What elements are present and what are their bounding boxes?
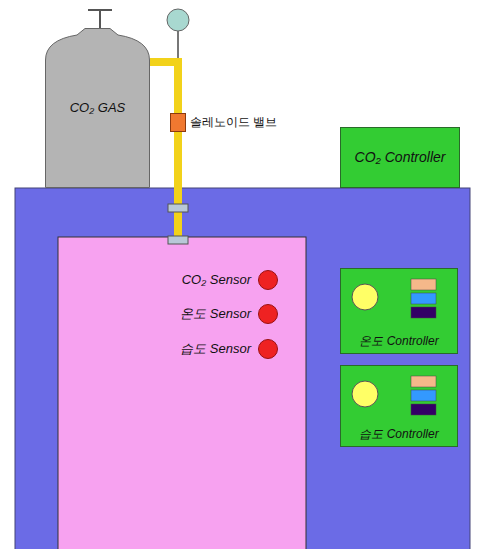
gas-pipe [174, 131, 182, 239]
indicator-lamp [411, 390, 436, 401]
chamber-housing [15, 188, 470, 549]
indicator-lamp [411, 279, 436, 290]
dial-knob [352, 381, 378, 407]
indicator-lamp [411, 404, 436, 415]
part-label: 온도 Sensor [180, 307, 251, 322]
pipe-fitting [168, 204, 188, 212]
controller-panel: 습도 Controller [340, 365, 458, 447]
pipe-fitting [168, 236, 188, 244]
valve-stem [99, 10, 101, 30]
part-label: 습도 Sensor [180, 342, 251, 357]
panel-controls [341, 366, 447, 426]
node-label: 온도 Controller [341, 335, 457, 349]
panel-controls [341, 269, 447, 329]
part-label: CO₂ Sensor [182, 273, 251, 288]
cylinder-body [46, 29, 150, 188]
controller-panel: 온도 Controller [340, 268, 458, 354]
node-label: 습도 Controller [341, 428, 457, 442]
sensor-dot: 습도 Sensor [258, 339, 278, 359]
indicator-lamp [411, 293, 436, 304]
node-label: CO₂ Controller [355, 149, 446, 165]
dial-knob [352, 284, 378, 310]
gas-pipe [150, 62, 178, 113]
gauge-stem [177, 31, 179, 60]
indicator-lamp [411, 307, 436, 318]
solenoid-valve: 솔레노이드 밸브 [170, 113, 186, 132]
controller-box: CO₂ Controller [340, 127, 460, 188]
growth-chamber [58, 237, 306, 549]
node-label: CO₂ GAS [70, 101, 126, 116]
indicator-lamp [411, 376, 436, 387]
gas-cylinder: CO₂ GAS [45, 28, 150, 188]
valve-handle [88, 9, 112, 11]
sensor-dot: CO₂ Sensor [258, 270, 278, 290]
part-label: 솔레노이드 밸브 [190, 116, 277, 130]
sensor-dot: 온도 Sensor [258, 304, 278, 324]
pressure-gauge [167, 9, 189, 31]
